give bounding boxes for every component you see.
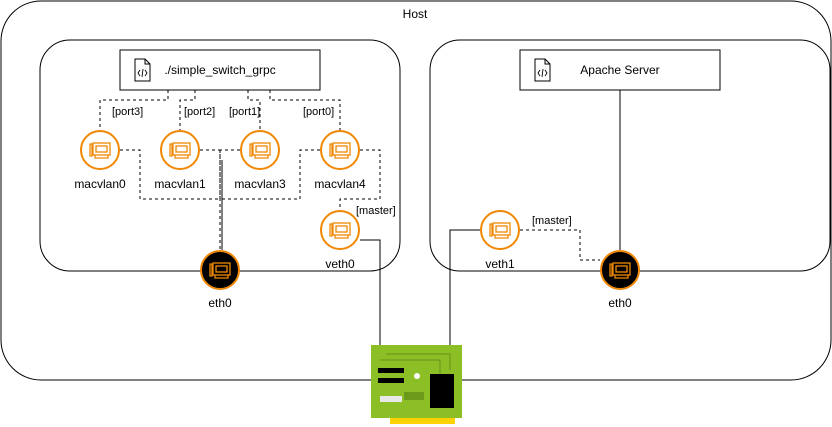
right-links: [520, 90, 621, 261]
apache-server-box: Apache Server: [519, 49, 721, 91]
apache-eth0-label: eth0: [608, 296, 632, 310]
veth1-nic: [480, 210, 520, 250]
veth0-label: veth0: [325, 257, 355, 271]
port-label-3: [port3]: [112, 106, 143, 118]
port-label-0: [port0]: [303, 106, 334, 118]
simple-switch-label: ./simple_switch_grpc: [164, 63, 275, 77]
network-card-icon: [89, 142, 111, 159]
host-label: Host: [403, 7, 428, 21]
network-card-icon: [329, 222, 351, 239]
network-card-icon: [609, 262, 631, 279]
apache-server-label: Apache Server: [580, 63, 659, 77]
macvlan0-label: macvlan0: [74, 177, 126, 191]
host-eth0-nic: [200, 250, 240, 290]
macvlan3-nic: [240, 130, 280, 170]
code-file-icon: [134, 58, 151, 82]
host-eth0-label: eth0: [208, 296, 232, 310]
network-card-icon: [329, 142, 351, 159]
network-card-icon: [249, 142, 271, 159]
port-label-2: [port2]: [184, 106, 215, 118]
network-card-icon: [169, 142, 191, 159]
apache-eth0-nic: [600, 250, 640, 290]
veth0-nic: [320, 210, 360, 250]
macvlan4-nic: [320, 130, 360, 170]
macvlan3-label: macvlan3: [234, 177, 286, 191]
macvlan0-nic: [80, 130, 120, 170]
veth0-master-label: [master]: [356, 205, 396, 217]
port-label-1: [port1]: [229, 106, 260, 118]
macvlan1-nic: [160, 130, 200, 170]
network-card-icon: [371, 345, 462, 424]
network-card-icon: [489, 222, 511, 239]
veth1-label: veth1: [485, 257, 515, 271]
veth1-master-label: [master]: [532, 215, 572, 227]
simple-switch-box: ./simple_switch_grpc: [119, 49, 321, 91]
code-file-icon: [534, 58, 551, 82]
network-card-icon: [209, 262, 231, 279]
macvlan1-label: macvlan1: [154, 177, 206, 191]
left-port-lines: [99, 90, 381, 250]
macvlan4-label: macvlan4: [314, 177, 366, 191]
